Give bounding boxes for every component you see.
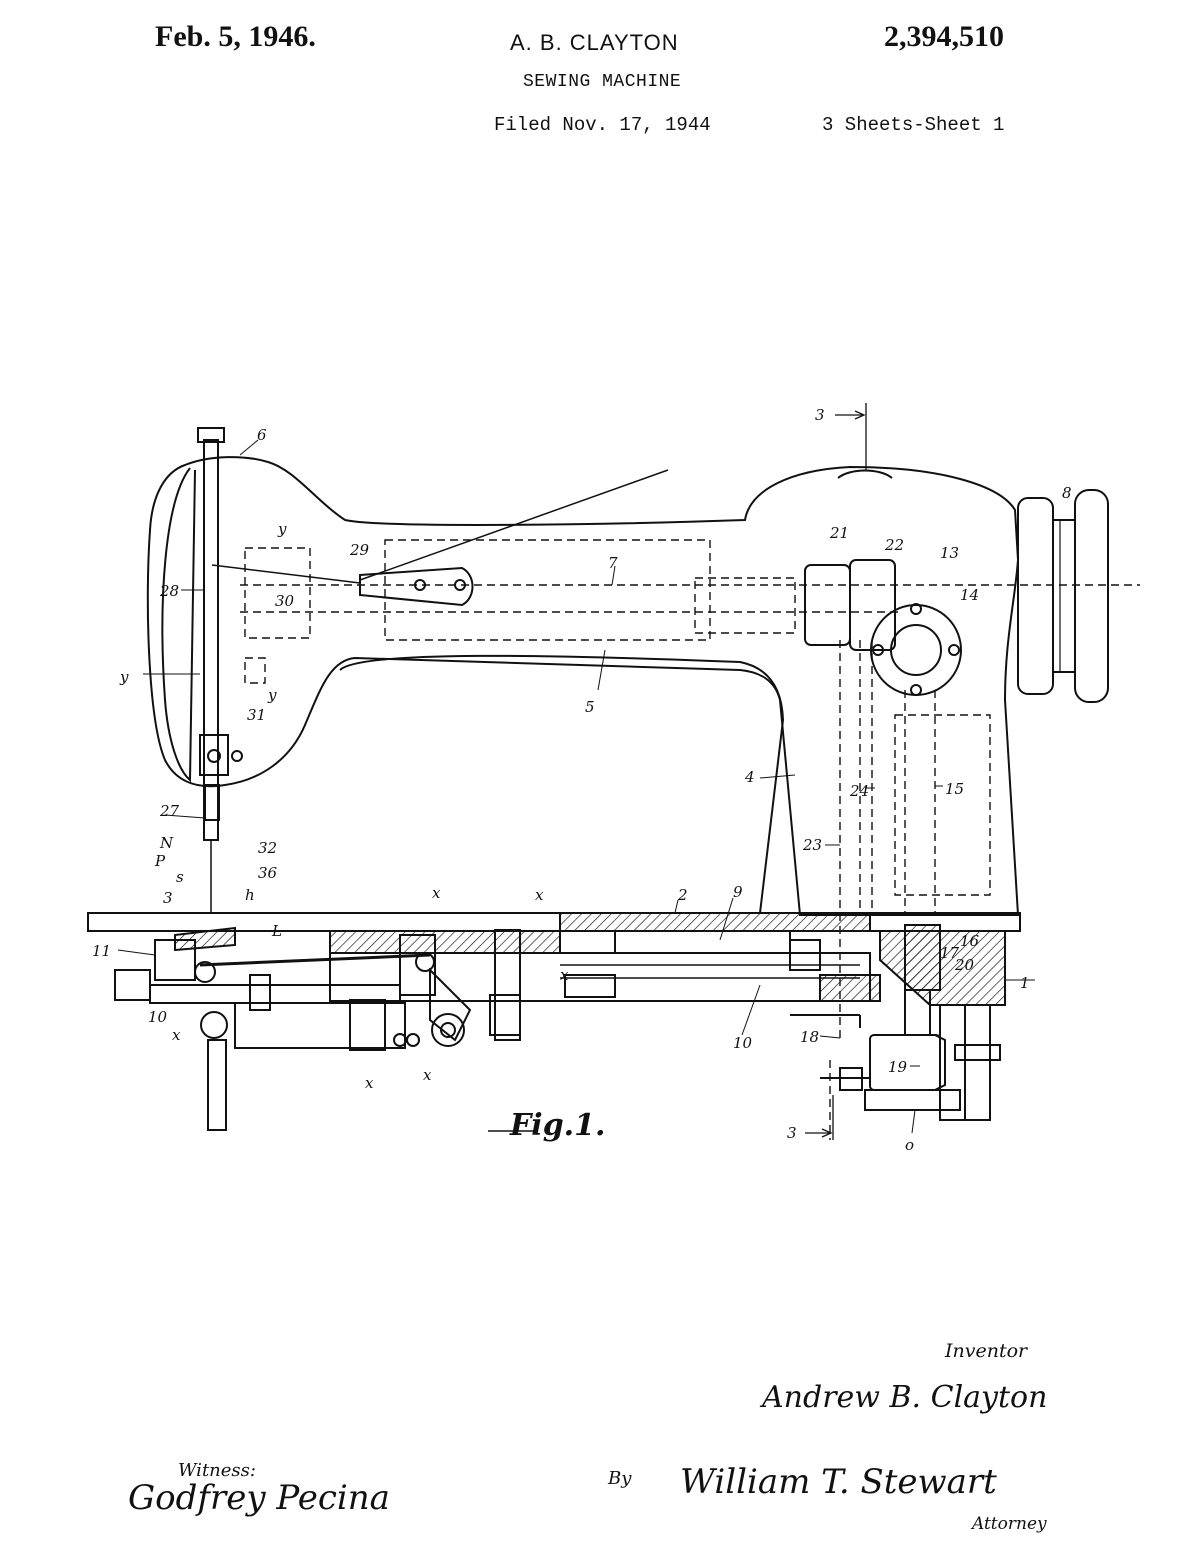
ref-label: 32 [258,839,277,857]
ref-label: o [905,1136,914,1154]
thread-line [359,469,669,581]
reference-labels: 1 2 3 4 5 6 7 8 9 10 10 11 13 14 15 16 1… [92,406,1072,1154]
ref-label: 13 [940,544,959,562]
ref-label: P [154,852,166,870]
ref-label: 31 [247,706,266,724]
ref-label: 27 [159,802,180,820]
ref-label: 9 [733,883,743,901]
ref-label: 36 [258,864,278,882]
ref-label: 4 [744,768,755,786]
take-up-lever [359,566,474,607]
ref-label: 5 [585,698,595,716]
sheet-count: 3 Sheets-Sheet 1 [822,114,1005,136]
face-plate [161,467,196,783]
hook-shaft-housing [904,924,941,991]
ref-label: x [432,884,441,902]
witness-signature: Godfrey Pecina [128,1478,390,1518]
ref-label: 3 [163,889,173,907]
hidden-mechanism-lines [240,539,1140,1140]
ref-label: 7 [608,554,618,572]
ref-label: 16 [960,932,980,950]
ref-label: N [159,834,174,852]
witness-caption: Witness: [178,1460,256,1481]
ref-label: y [267,686,277,704]
feed-eccentric [200,1011,228,1039]
ref-label: 21 [829,524,849,542]
inventor-signature: Andrew B. Clayton [762,1380,1048,1415]
ref-label: 8 [1062,484,1072,502]
ref-label: 17 [940,944,960,962]
ref-label: 14 [960,586,979,604]
bed-section-hatch-2 [559,912,871,932]
ref-label: 23 [802,836,822,854]
arm-inner-arch [339,654,785,914]
filing-date: Filed Nov. 17, 1944 [494,114,711,136]
figure-caption: Fig.1. [509,1108,605,1143]
inventor-caption: Inventor [945,1340,1028,1362]
ref-label: s [176,868,184,886]
ref-label: 10 [733,1034,753,1052]
ref-label: 10 [148,1008,168,1026]
ref-label: x [535,886,544,904]
ref-label: 6 [257,426,267,444]
ref-label: 19 [888,1058,908,1076]
ref-label: y [119,668,129,686]
ref-label: h [245,886,255,904]
ref-label: x [172,1026,181,1044]
attorney-caption: Attorney [972,1514,1047,1534]
bed-section-hatch-1 [329,930,561,954]
ref-label: x [423,1066,432,1084]
bed-base [879,930,1006,1006]
ref-label: 18 [800,1028,819,1046]
patent-title: SEWING MACHINE [523,72,682,92]
rock-shaft-hub [431,1013,465,1047]
ref-label: 20 [954,956,975,974]
ref-label: 30 [275,592,295,610]
attorney-signature: William T. Stewart [680,1462,997,1502]
patent-number: 2,394,510 [884,20,1004,53]
ref-label: 11 [92,942,111,960]
ref-label: x [560,966,569,984]
ref-label: 3 [787,1124,797,1142]
patent-date: Feb. 5, 1946. [155,20,316,53]
ref-label: x [365,1074,374,1092]
ref-label: 22 [884,536,904,554]
ref-label: 15 [945,780,964,798]
by-caption: By [608,1468,632,1489]
ref-label: 29 [349,541,370,559]
machine-arm-outline [146,456,1020,916]
ref-label: 1 [1020,974,1030,992]
handwheel-hub [1017,497,1054,695]
needle-bar-cap [197,427,225,443]
top-hump [837,469,893,479]
inventor-name-header: A. B. CLAYTON [510,30,679,55]
ref-label: 24 [849,782,869,800]
leader-lines [117,439,1035,1134]
ref-label: 3 [815,406,825,424]
ref-label: L [271,922,282,940]
handwheel-rim [1074,489,1109,703]
needle-clamp [199,734,229,776]
ref-label: y [277,520,287,538]
ref-label: 28 [159,582,179,600]
ref-label: 2 [677,886,688,904]
needle-bar [203,439,219,841]
